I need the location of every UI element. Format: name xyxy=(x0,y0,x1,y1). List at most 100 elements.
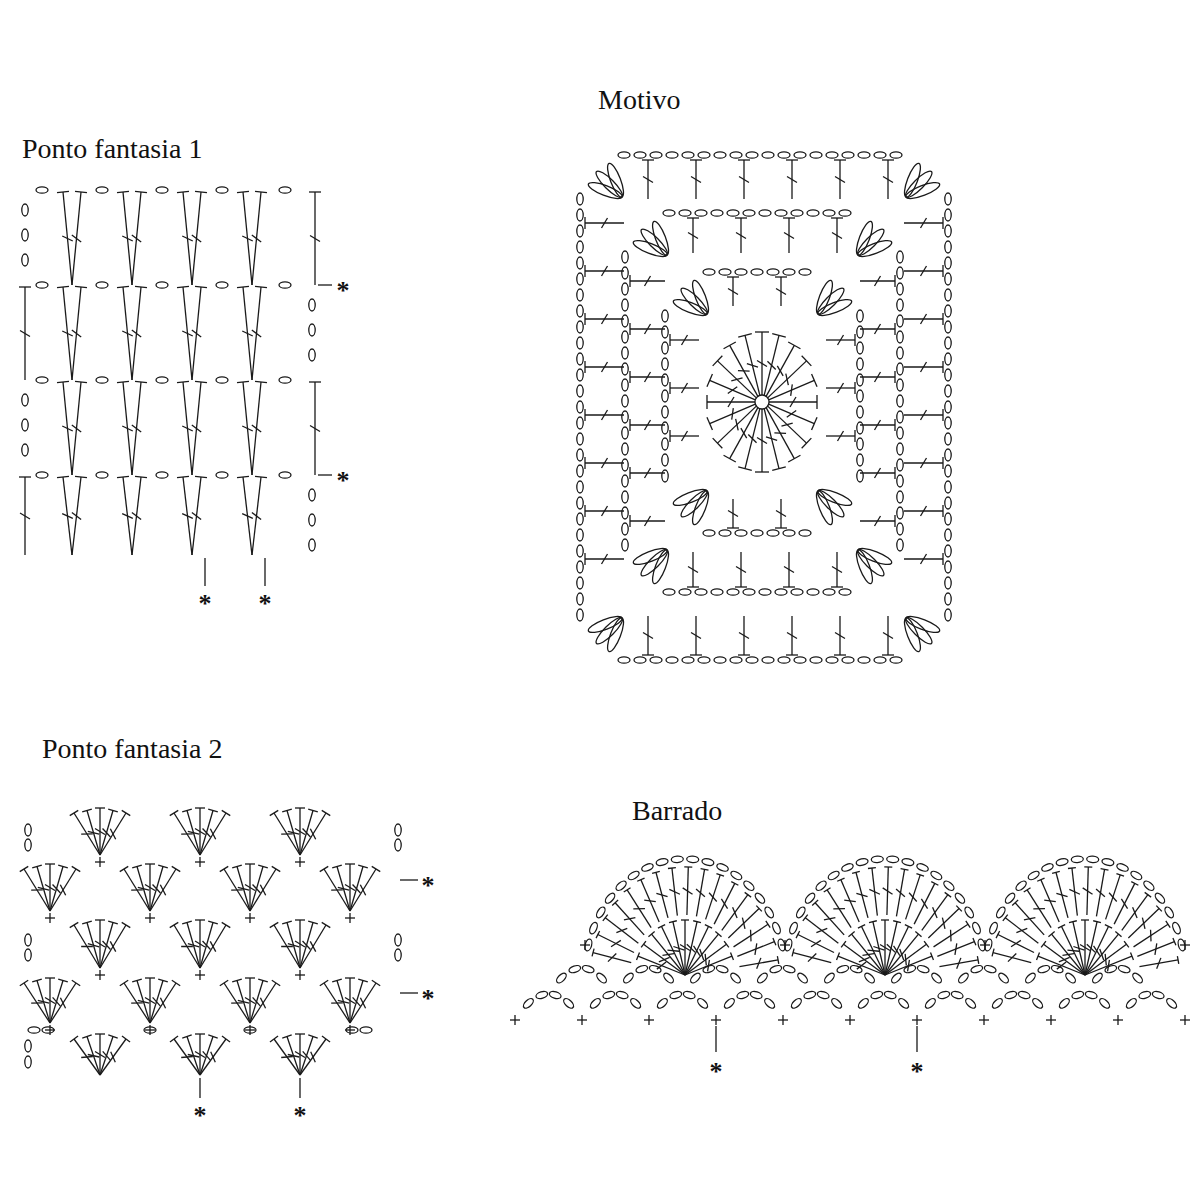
chain-stitch xyxy=(22,444,28,456)
stitch-line xyxy=(300,925,326,968)
stitch-line xyxy=(195,476,207,477)
section-title: Ponto fantasia 1 xyxy=(22,135,202,163)
stitch-line xyxy=(1069,889,1080,894)
chain-stitch xyxy=(714,152,726,158)
stitch-line xyxy=(859,957,870,961)
chain-stitch xyxy=(535,990,548,1000)
chain-stitch xyxy=(662,358,668,370)
chain-stitch xyxy=(794,152,806,158)
stitch-line xyxy=(183,382,192,475)
stitch-line xyxy=(838,431,844,441)
stitch-line xyxy=(615,903,644,935)
repeat-mark: * xyxy=(294,1103,307,1129)
chain-stitch xyxy=(588,921,599,935)
stitch-line xyxy=(281,946,293,947)
stitch-line xyxy=(1087,944,1095,952)
stitch-line xyxy=(993,953,1031,963)
chain-stitch xyxy=(244,1027,256,1033)
chain-stitch xyxy=(577,593,583,605)
stitch-line xyxy=(834,654,846,655)
stitch-line xyxy=(1134,924,1168,947)
stitch-line xyxy=(832,567,842,573)
chain-stitch xyxy=(577,449,583,461)
stitch-line xyxy=(82,921,92,924)
chain-stitch xyxy=(683,990,696,1000)
chain-stitch xyxy=(22,229,28,241)
stitch-line xyxy=(776,289,786,295)
stitch-line xyxy=(882,159,894,160)
stitch-line xyxy=(841,941,846,947)
stitch-line xyxy=(921,506,927,516)
stitch-line xyxy=(584,409,585,421)
chain-stitch xyxy=(1004,892,1017,905)
chain-stitch xyxy=(622,379,628,391)
stitch-line xyxy=(730,408,758,459)
stitch-line xyxy=(82,809,92,812)
chain-stitch xyxy=(857,470,863,482)
stitch-line xyxy=(942,409,943,421)
stitch-line xyxy=(122,922,131,927)
stitch-line xyxy=(857,962,866,969)
stitch-line xyxy=(253,997,261,1006)
chain-stitch xyxy=(395,949,401,961)
chain-stitch xyxy=(767,269,779,275)
stitch-line xyxy=(584,361,585,373)
stitch-line xyxy=(757,361,767,367)
stitch-line xyxy=(53,997,61,1006)
stitch-line xyxy=(798,935,834,953)
stitch-line xyxy=(117,476,129,477)
stitch-line xyxy=(733,907,738,918)
chain-stitch xyxy=(945,385,951,397)
chain-stitch xyxy=(662,310,668,322)
stitch-line xyxy=(88,831,99,834)
chain-stitch xyxy=(622,315,628,327)
stitch-line xyxy=(45,977,55,978)
chain-stitch xyxy=(577,289,583,301)
chain-stitch xyxy=(988,921,999,935)
stitch-line xyxy=(668,867,676,869)
chain-stitch xyxy=(723,997,736,1010)
stitch-line xyxy=(602,266,608,276)
stitch-line xyxy=(72,512,81,519)
chain-stitch xyxy=(622,267,628,279)
stitch-line xyxy=(942,217,943,229)
chain-stitch xyxy=(984,938,993,951)
chain-stitch xyxy=(897,523,903,535)
stitch-line xyxy=(182,514,193,519)
chain-stitch xyxy=(874,152,886,158)
stitch-line xyxy=(243,382,252,475)
stitch-line xyxy=(81,946,93,947)
stitch-line xyxy=(644,900,656,902)
chain-stitch xyxy=(25,1056,31,1068)
stitch-line xyxy=(602,218,608,228)
stitch-line xyxy=(203,1051,211,1060)
stitch-line xyxy=(869,921,877,923)
stitch-line xyxy=(894,946,900,956)
chain-stitch xyxy=(577,577,583,589)
stitch-line xyxy=(122,514,133,519)
stitch-line xyxy=(237,476,249,477)
stitch-line xyxy=(345,977,355,978)
puff-stitch xyxy=(816,486,853,508)
stitch-line xyxy=(750,930,752,942)
chain-stitch xyxy=(897,459,903,471)
stitch-line xyxy=(210,941,215,951)
puff-stitch xyxy=(853,548,875,585)
stitch-line xyxy=(299,857,300,867)
stitch-line xyxy=(350,869,376,911)
chain-stitch xyxy=(783,530,795,536)
stitch-line xyxy=(57,381,69,382)
chain-stitch xyxy=(577,193,583,205)
chain-stitch xyxy=(25,934,31,946)
stitch-line xyxy=(1056,893,1067,896)
chain-stitch xyxy=(930,972,943,985)
stitch-line xyxy=(682,431,688,441)
chain-stitch xyxy=(715,964,728,974)
stitch-line xyxy=(598,935,634,953)
stitch-line xyxy=(243,477,252,555)
chain-stitch xyxy=(897,507,903,519)
stitch-line xyxy=(87,811,100,856)
stitch-line xyxy=(1058,925,1065,928)
stitch-line xyxy=(728,289,738,295)
stitch-line xyxy=(195,919,205,920)
